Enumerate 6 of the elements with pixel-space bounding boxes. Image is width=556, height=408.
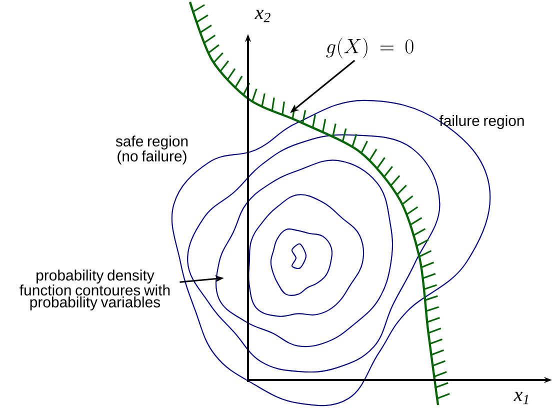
axis-label: x$_{1}$ — [514, 392, 528, 404]
region-label: safe region (no failure) — [116, 136, 188, 164]
annotation-text: probability density function contoures with probability variables — [20, 270, 170, 310]
region-label: failure region — [439, 115, 524, 129]
axis-label: x$_{2}$ — [254, 10, 270, 22]
formula-label: $g(X)=0$ — [326, 38, 414, 58]
